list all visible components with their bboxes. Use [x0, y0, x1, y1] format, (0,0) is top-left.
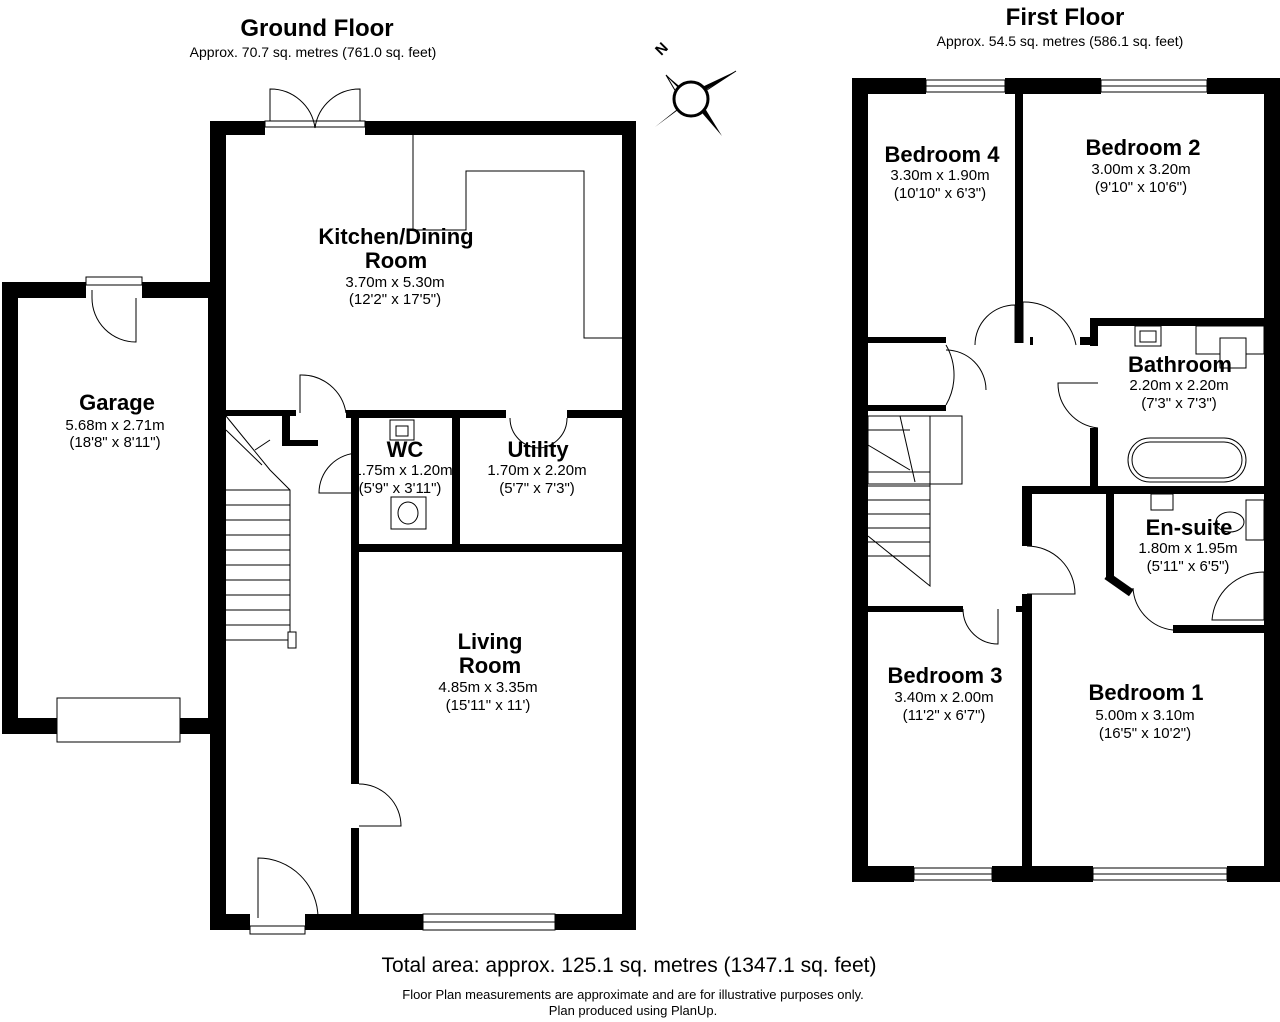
room-name: Bedroom 2	[1086, 135, 1201, 160]
room-metric: 1.80m x 1.95m	[1138, 540, 1237, 557]
room-imperial: (11'2" x 6'7")	[903, 707, 986, 724]
garage-walls	[2, 276, 226, 743]
room-metric: 1.70m x 2.20m	[487, 462, 586, 479]
room-metric: 1.75m x 1.20m	[353, 462, 452, 479]
room-name: Bedroom 3	[888, 663, 1003, 688]
compass-rose-icon: N	[652, 39, 737, 136]
room-garage: Garage 5.68m x 2.71m (18'8" x 8'11")	[65, 390, 164, 451]
disclaimer-line-1: Floor Plan measurements are approximate …	[402, 987, 863, 1002]
room-name: Kitchen/Dining	[318, 224, 473, 249]
ground-floor-title: Ground Floor	[240, 15, 393, 42]
room-name: Bedroom 1	[1089, 680, 1204, 705]
ground-floor-area: Approx. 70.7 sq. metres (761.0 sq. feet)	[190, 44, 437, 60]
room-imperial: (9'10" x 10'6")	[1095, 179, 1187, 196]
room-metric: 3.00m x 3.20m	[1091, 161, 1190, 178]
room-name: Bathroom	[1128, 352, 1232, 377]
room-imperial: (5'7" x 7'3")	[499, 480, 575, 497]
room-imperial: (16'5" x 10'2")	[1099, 725, 1191, 742]
room-bedroom2: Bedroom 2 3.00m x 3.20m (9'10" x 10'6")	[1086, 135, 1201, 196]
room-name: Bedroom 4	[885, 142, 1001, 167]
room-name: Room	[365, 248, 427, 273]
room-imperial: (5'9" x 3'11")	[359, 480, 442, 497]
first-floor-fixtures	[867, 79, 1265, 881]
room-name: Living	[458, 629, 523, 654]
room-name: Garage	[79, 390, 155, 415]
room-wc: WC 1.75m x 1.20m (5'9" x 3'11")	[353, 437, 452, 497]
first-floor-title: First Floor	[1006, 4, 1125, 31]
room-metric: 4.85m x 3.35m	[438, 679, 537, 696]
ground-floor-walls	[210, 121, 636, 930]
room-ensuite: En-suite 1.80m x 1.95m (5'11" x 6'5")	[1138, 515, 1237, 575]
room-living: Living Room 4.85m x 3.35m (15'11" x 11')	[438, 629, 537, 714]
room-bathroom: Bathroom 2.20m x 2.20m (7'3" x 7'3")	[1128, 352, 1232, 412]
room-imperial: (10'10" x 6'3")	[894, 185, 986, 202]
room-imperial: (15'11" x 11')	[446, 697, 531, 714]
room-name: Room	[459, 653, 521, 678]
room-utility: Utility 1.70m x 2.20m (5'7" x 7'3")	[487, 437, 586, 497]
room-metric: 3.40m x 2.00m	[894, 689, 993, 706]
disclaimer-line-2: Plan produced using PlanUp.	[549, 1003, 717, 1018]
room-imperial: (7'3" x 7'3")	[1141, 395, 1217, 412]
ground-floor-fixtures	[225, 88, 622, 935]
room-metric: 5.00m x 3.10m	[1095, 707, 1194, 724]
room-name: En-suite	[1146, 515, 1233, 540]
room-metric: 5.68m x 2.71m	[65, 417, 164, 434]
room-name: Utility	[507, 437, 569, 462]
room-metric: 3.30m x 1.90m	[890, 167, 989, 184]
room-imperial: (18'8" x 8'11")	[69, 434, 160, 451]
room-bedroom4: Bedroom 4 3.30m x 1.90m (10'10" x 6'3")	[885, 142, 1001, 202]
room-imperial: (12'2" x 17'5")	[349, 291, 441, 308]
room-imperial: (5'11" x 6'5")	[1147, 558, 1230, 575]
compass-north-label: N	[652, 39, 672, 59]
room-name: WC	[387, 437, 424, 462]
room-bedroom3: Bedroom 3 3.40m x 2.00m (11'2" x 6'7")	[888, 663, 1003, 724]
total-area: Total area: approx. 125.1 sq. metres (13…	[382, 954, 877, 977]
room-bedroom1: Bedroom 1 5.00m x 3.10m (16'5" x 10'2")	[1089, 680, 1204, 742]
first-floor-area: Approx. 54.5 sq. metres (586.1 sq. feet)	[937, 33, 1184, 49]
room-kitchen: Kitchen/Dining Room 3.70m x 5.30m (12'2"…	[318, 224, 473, 308]
first-floor-walls	[852, 78, 1280, 882]
room-metric: 2.20m x 2.20m	[1129, 377, 1228, 394]
room-metric: 3.70m x 5.30m	[345, 274, 444, 291]
